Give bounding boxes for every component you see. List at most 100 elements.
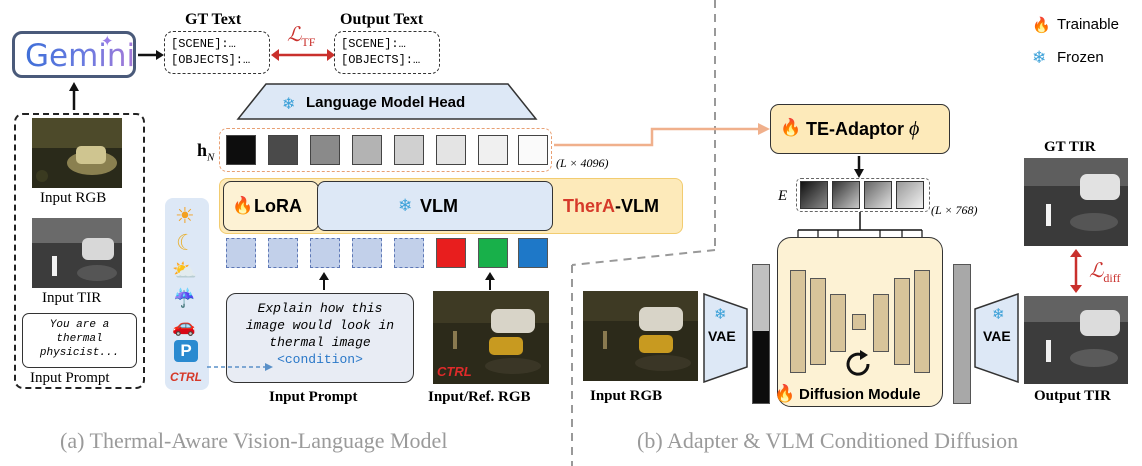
- unet-block: [914, 270, 930, 373]
- unet-block: [873, 294, 889, 352]
- input-rgb-image: [32, 118, 122, 188]
- e-label: E: [778, 188, 788, 204]
- embedding-token: [896, 181, 924, 209]
- unet-bottleneck: [852, 314, 866, 330]
- unet-block: [790, 270, 806, 373]
- moon-icon: ☾: [176, 230, 196, 255]
- embedding-row: [796, 178, 930, 212]
- input-token: [352, 238, 382, 268]
- caption-b: (b) Adapter & VLM Conditioned Diffusion: [637, 428, 1019, 453]
- te-adaptor-text: TE-Adaptor: [806, 119, 904, 139]
- input-token: [268, 238, 298, 268]
- h-sub: N: [207, 151, 215, 164]
- embedding-token: [800, 181, 828, 209]
- input-prompt-label-2: Input Prompt: [269, 389, 358, 405]
- loss-diff: ℒdiff: [1089, 258, 1121, 286]
- input-ref-rgb-image: [433, 291, 549, 384]
- embedding-token: [832, 181, 860, 209]
- hidden-token-row: [219, 128, 552, 172]
- loss-tf: ℒTF: [287, 22, 315, 50]
- input-rgb-label-b: Input RGB: [590, 388, 663, 404]
- hidden-token: [436, 135, 466, 165]
- gt-tir-label: GT TIR: [1044, 139, 1096, 155]
- flame-icon: 🔥: [780, 118, 802, 137]
- double-arrow-diff: [1070, 249, 1082, 293]
- lora-label: LoRA: [254, 196, 302, 216]
- hidden-token: [268, 135, 298, 165]
- arrow-hn-to-adaptor: [554, 123, 770, 147]
- input-rgb-image-b: [583, 291, 698, 381]
- output-tir-image: [1024, 296, 1128, 384]
- unet-block: [894, 278, 910, 365]
- flame-icon: 🔥: [1032, 17, 1051, 34]
- hidden-token: [478, 135, 508, 165]
- input-tir-label: Input TIR: [42, 290, 102, 306]
- snowflake-icon: ❄: [714, 306, 727, 323]
- hidden-token: [226, 135, 256, 165]
- gt-text-title: GT Text: [185, 11, 242, 28]
- te-adaptor-box: [770, 104, 950, 154]
- prompt-bubble: [226, 293, 414, 383]
- flame-icon: 🔥: [232, 196, 254, 215]
- hidden-token: [394, 135, 424, 165]
- h-n-label: hN: [197, 140, 214, 164]
- input-token: [394, 238, 424, 268]
- input-prompt-label: Input Prompt: [30, 370, 110, 386]
- gt-scene-line: [SCENE]:…: [171, 37, 236, 51]
- input-tir-image: [32, 218, 122, 288]
- lm-head-shape: [236, 83, 538, 120]
- arrow-prompt-up: [319, 272, 329, 290]
- loss-diff-sub: diff: [1103, 271, 1121, 285]
- image-token: [478, 238, 508, 268]
- cycle-icon: [846, 350, 870, 376]
- prompt-condition-token: <condition>: [277, 352, 363, 367]
- ctrl-label: CTRL: [170, 370, 202, 384]
- prompt-line: Explain how this: [257, 301, 383, 316]
- gemini-logo: Gemini: [25, 38, 136, 74]
- vae-encoder-label: VAE: [708, 328, 736, 344]
- double-arrow-tf: [271, 49, 335, 61]
- arrow-image-up: [485, 272, 495, 290]
- car-icon: 🚗: [172, 316, 196, 337]
- gt-tir-image: [1024, 158, 1128, 246]
- diffusion-label: Diffusion Module: [799, 386, 921, 403]
- out-scene-line: [SCENE]:…: [341, 37, 406, 51]
- sparkle-icon: ✦: [101, 33, 114, 50]
- input-token: [310, 238, 340, 268]
- gemini-logo-box: Gemini ✦: [12, 31, 136, 78]
- latent-bar: [752, 264, 770, 404]
- loss-tf-symbol: ℒ: [287, 24, 302, 46]
- prompt-line: thermal image: [269, 335, 371, 350]
- ctrl-overlay: CTRL: [437, 364, 472, 379]
- section-divider: [571, 0, 716, 466]
- thera-vlm-label: TherA-VLM: [563, 196, 659, 217]
- phi-symbol: ϕ: [909, 118, 920, 140]
- rain-icon: ☔: [173, 288, 196, 308]
- te-adaptor-label: TE-Adaptor ϕ: [806, 118, 919, 141]
- output-tir-label: Output TIR: [1034, 388, 1111, 404]
- legend-trainable: Trainable: [1057, 16, 1119, 33]
- input-token: [226, 238, 256, 268]
- thera-rest: -VLM: [615, 196, 660, 216]
- embedding-token: [864, 181, 892, 209]
- snowflake-icon: ❄: [282, 96, 296, 113]
- h-symbol: h: [197, 140, 208, 160]
- cloud-sun-icon: ⛅: [172, 260, 197, 282]
- hidden-token: [352, 135, 382, 165]
- vae-decoder: [974, 293, 1019, 383]
- vlm-label: VLM: [420, 196, 458, 216]
- output-text-title: Output Text: [340, 11, 424, 28]
- input-rgb-label: Input RGB: [40, 190, 107, 206]
- ctrl-dashed-arrow: [207, 363, 273, 371]
- arrow-adaptor-to-e: [854, 156, 864, 178]
- vlm-block: [317, 181, 553, 231]
- snowflake-icon: ❄: [398, 196, 413, 215]
- input-ref-rgb-label: Input/Ref. RGB: [428, 389, 531, 405]
- output-latent-bar: [953, 264, 971, 404]
- hidden-token: [518, 135, 548, 165]
- flame-icon: 🔥: [774, 384, 796, 403]
- lm-head-label: Language Model Head: [306, 94, 466, 111]
- vae-encoder: [703, 293, 748, 383]
- snowflake-icon: ❄: [992, 306, 1005, 323]
- sun-icon: ☀: [175, 203, 195, 228]
